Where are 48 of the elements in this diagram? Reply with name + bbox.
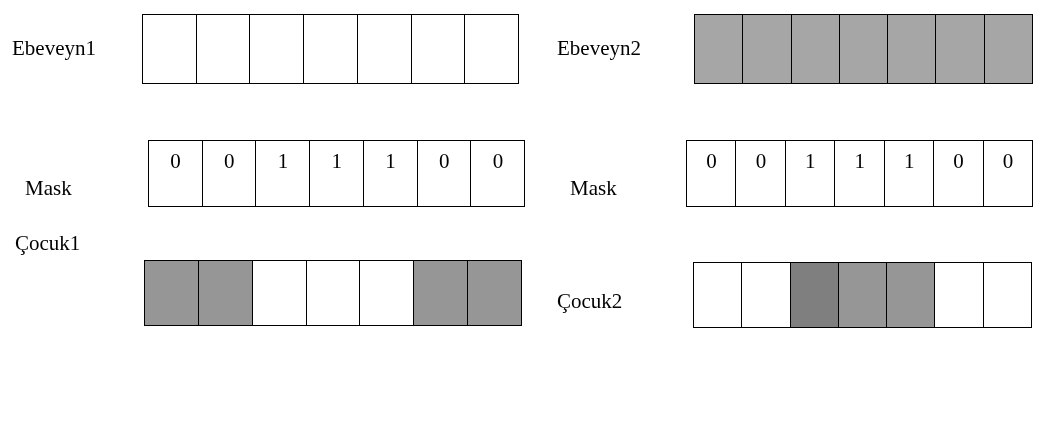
gene-cell xyxy=(359,260,415,326)
gene-cell xyxy=(934,262,985,328)
mask-bit-cell: 0 xyxy=(148,140,204,207)
gene-cell xyxy=(356,14,413,84)
mask-bit-cell: 1 xyxy=(255,140,311,207)
mask-bit-cell: 0 xyxy=(470,140,526,207)
row-label: Ebeveyn2 xyxy=(557,36,641,61)
mask-bit-cell: 1 xyxy=(309,140,365,207)
gene-cell xyxy=(982,262,1033,328)
gene-cell xyxy=(249,14,305,84)
gene-cell xyxy=(413,260,469,326)
mask-bit-cell: 1 xyxy=(883,140,935,207)
row-label: Ebeveyn1 xyxy=(12,36,96,61)
gene-cell xyxy=(195,14,251,84)
gene-cell xyxy=(935,14,986,84)
gene-cell xyxy=(887,14,937,84)
row-label: Çocuk1 xyxy=(15,231,81,256)
mask-bit-cell: 0 xyxy=(933,140,985,207)
gene-cell xyxy=(789,262,840,328)
gene-cell xyxy=(197,260,254,326)
gene-cell xyxy=(837,262,888,328)
gene-cell xyxy=(741,262,792,328)
gene-cell xyxy=(464,14,520,84)
mask-bit-cell: 0 xyxy=(686,140,737,207)
mask-bit-cell: 0 xyxy=(735,140,787,207)
gene-cell xyxy=(144,260,200,326)
gene-cell xyxy=(305,260,361,326)
row-label: Mask xyxy=(25,176,72,201)
gene-cell xyxy=(742,14,793,84)
row-label: Çocuk2 xyxy=(557,289,623,314)
mask-bit-cell: 1 xyxy=(362,140,419,207)
gene-cell xyxy=(983,14,1034,84)
gene-cell xyxy=(886,262,936,328)
mask-bit-cell: 1 xyxy=(834,140,886,207)
mask-bit-cell: 0 xyxy=(416,140,472,207)
gene-cell xyxy=(410,14,466,84)
mask-bit-cell: 0 xyxy=(201,140,257,207)
gene-cell xyxy=(142,14,198,84)
gene-cell xyxy=(838,14,889,84)
gene-cell xyxy=(694,14,744,84)
gene-cell xyxy=(251,260,308,326)
gene-cell xyxy=(693,262,743,328)
mask-bit-cell: 0 xyxy=(982,140,1034,207)
row-label: Mask xyxy=(570,176,617,201)
gene-cell xyxy=(303,14,359,84)
gene-cell xyxy=(790,14,841,84)
mask-bit-cell: 1 xyxy=(784,140,836,207)
gene-cell xyxy=(467,260,523,326)
